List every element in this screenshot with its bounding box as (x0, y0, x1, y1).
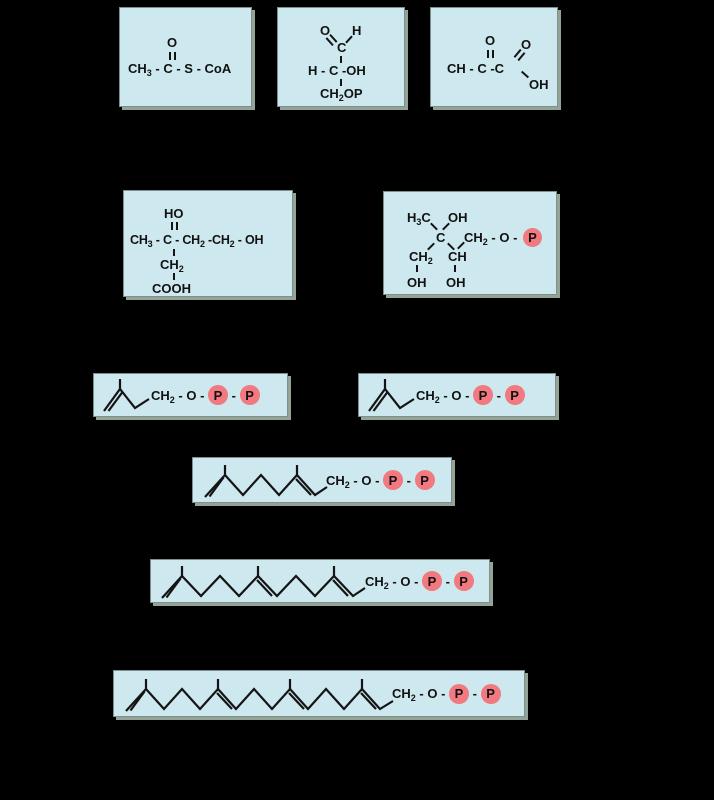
ch2-o-label: CH2 - O - (365, 573, 423, 591)
phosphate-badge: P (449, 683, 470, 704)
single-bond (416, 265, 418, 272)
formula-line: CH - C -C (447, 61, 505, 76)
formula-line: CH3 - C - CH2 -CH2 - OH (130, 233, 264, 250)
oxygen-atom-label: O (485, 33, 496, 48)
hydroxyl-label: OH (446, 275, 466, 290)
ch2-o-label: CH2 - O - (392, 686, 450, 703)
geranyl-skeleton (204, 465, 328, 498)
fpp-structure-box: CH2 - O - P - P (150, 559, 490, 603)
glyceraldehyde-3-phosphate-structure-box: O H C H - C -OH CH2OP (277, 7, 405, 107)
phosphate-badge: P (239, 385, 260, 405)
cooh-label: COOH (152, 281, 191, 296)
mevalonate-structure-box: HO CH3 - C - CH2 -CH2 - OH CH2 COOH (123, 190, 293, 297)
formula-line: CH3 - C - S - CoA (128, 61, 232, 78)
carbon-atom-label: C (337, 40, 347, 55)
bond-dash: - (442, 573, 454, 589)
ch2-label: CH2 (409, 249, 433, 266)
phosphate-badge: P (383, 470, 404, 490)
bond-dash: - (493, 387, 505, 403)
formula-line: H - C -OH (308, 63, 366, 78)
bond-dash: - (469, 686, 481, 701)
gpp-structure-box: CH2 - O - P - P (192, 457, 452, 503)
phosphate-badge: P (208, 385, 229, 405)
ch-label: CH (448, 249, 467, 264)
acetyl-coa-structure-box: O CH3 - C - S - CoA (119, 7, 252, 107)
carbon-atom-label: C (436, 230, 446, 245)
ch2-o-label: CH2 - O - (464, 230, 522, 247)
geranylgeranyl-skeleton (125, 679, 394, 712)
pyrophosphate-tail: CH2 - O - P - P (326, 458, 435, 502)
oxygen-atom-label: O (167, 35, 178, 50)
formula-line: CH2OP (320, 86, 363, 103)
isoprene-skeleton (368, 379, 415, 412)
single-bond (173, 273, 175, 280)
oxygen-atom-label: O (320, 23, 331, 38)
hydroxyl-label: OH (448, 210, 468, 225)
pyruvate-structure-box: O O CH - C -C OH (430, 7, 558, 107)
phosphate-badge: P (504, 385, 525, 405)
ch2-o-label: CH2 - O - (151, 387, 209, 405)
ipp-structure-box: CH2 - O - P - P (93, 373, 288, 417)
double-bond (487, 50, 494, 58)
phosphate-badge: P (480, 683, 501, 704)
phosphate-badge: P (473, 385, 494, 405)
double-bond (169, 52, 176, 60)
hydroxyl-label: HO (164, 206, 184, 221)
bond-dash: - (228, 387, 240, 403)
dmapp-structure-box: CH2 - O - P - P (358, 373, 556, 417)
phosphate-badge: P (414, 470, 435, 490)
pyrophosphate-tail: CH2 - O - P - P (392, 671, 501, 716)
single-bond (340, 79, 342, 86)
ch2-label: CH2 (160, 257, 184, 274)
phosphate-badge: P (523, 228, 542, 247)
ch2-o-label: CH2 - O - (326, 472, 384, 490)
phosphate-badge: P (422, 571, 443, 591)
mep-structure-box: H3C OH C CH2 - O - P CH2 CH OH OH (383, 191, 557, 295)
single-bond (520, 70, 530, 79)
double-bond (325, 33, 338, 47)
ggpp-structure-box: CH2 - O - P - P (113, 670, 525, 717)
single-bond (340, 56, 342, 63)
methyl-label: H3C (407, 210, 431, 227)
ch2-o-label: CH2 - O - (416, 387, 474, 405)
bond-dash: - (403, 472, 415, 488)
hydrogen-atom-label: H (352, 23, 362, 38)
pyrophosphate-tail: CH2 - O - P - P (365, 560, 474, 602)
phosphate-badge: P (453, 571, 474, 591)
single-bond (454, 265, 456, 272)
oxygen-atom-label: O (521, 37, 532, 52)
hydroxyl-label: OH (407, 275, 427, 290)
hydroxyl-label: OH (529, 77, 549, 92)
farnesyl-skeleton (161, 566, 366, 599)
isoprene-skeleton (103, 379, 150, 412)
single-bond (173, 249, 175, 256)
pyrophosphate-tail: CH2 - O - P - P (416, 374, 525, 416)
pyrophosphate-tail: CH2 - O - P - P (151, 374, 260, 416)
double-bond (171, 222, 178, 230)
